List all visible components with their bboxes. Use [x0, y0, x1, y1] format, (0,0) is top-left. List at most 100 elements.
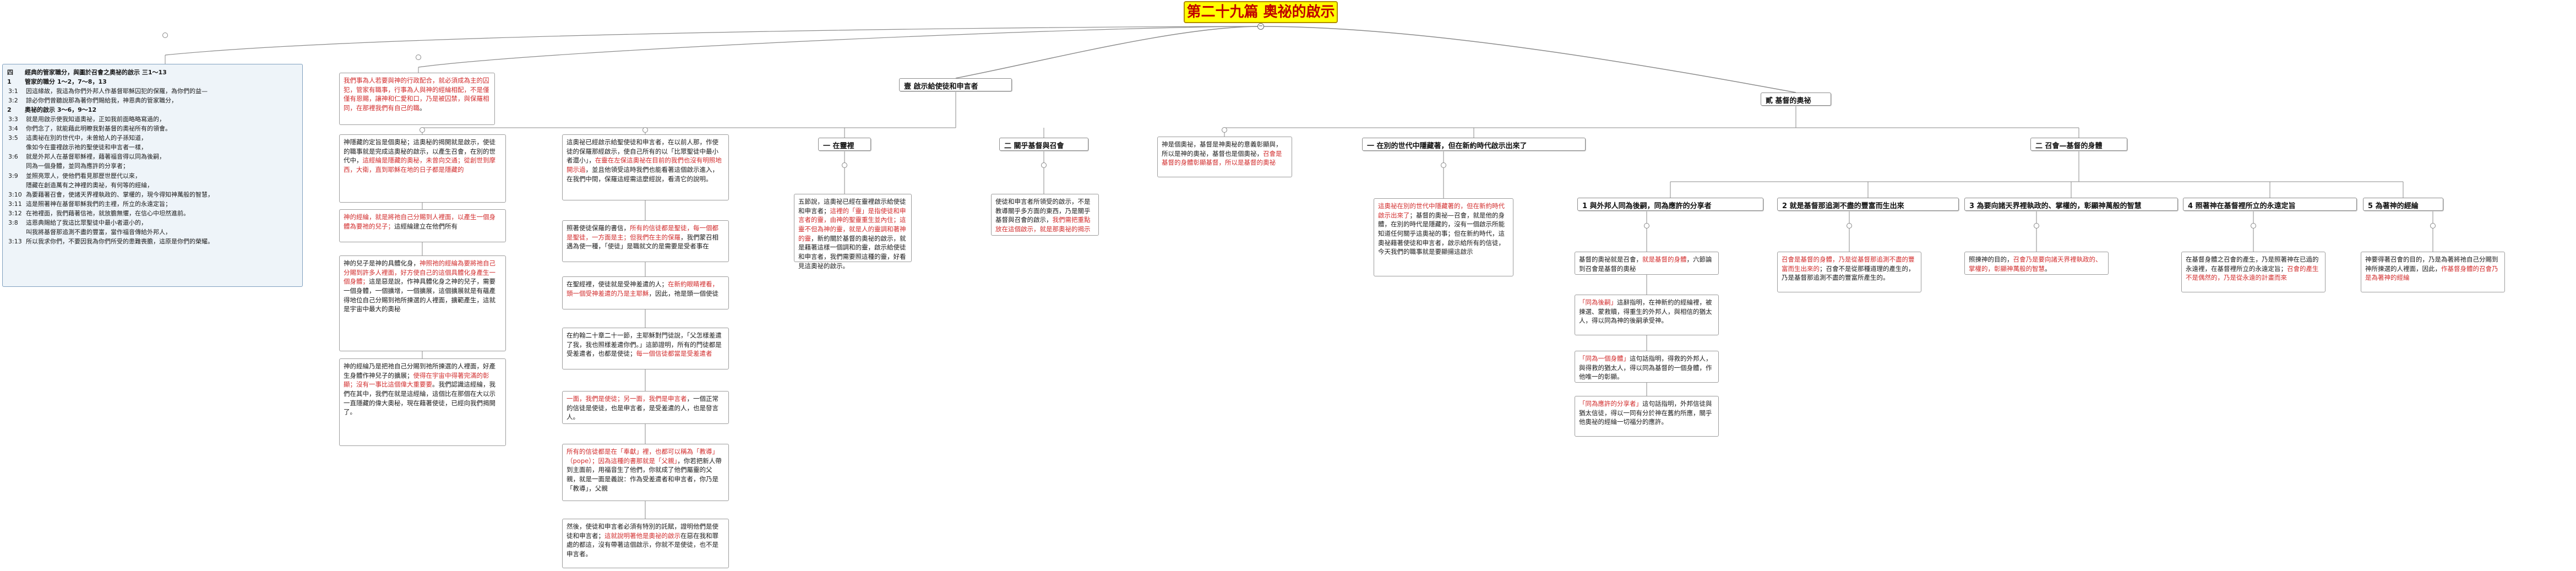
body-text: 照著使徒保羅的書信， [567, 224, 630, 232]
outline-line: 3:4 你們念了，就能藉此明瞭我對基督的奧祕所有的領會。 [7, 124, 298, 133]
body-text: 在基督身體之召會的產生，乃是照著神在已過的永遠裡，在基督裡所立的永遠定旨； [2186, 255, 2319, 273]
body-text: ，六節論到召會是基督的奧秘 [1579, 255, 1712, 273]
outline-line: 隱藏在創造萬有之神裡的奧祕，有何等的經綸， [7, 181, 298, 190]
outline-line-text: 諒必你們曾聽說那為著你們賜給我，神恩典的管家職分， [26, 97, 177, 105]
branch-a-right-box-3[interactable]: 在聖經裡，使徒就是受神差遣的人；在新約眼睛裡看，頭一個受神差遣的乃是主耶穌，因此… [562, 276, 729, 309]
body-text: 神的兒子是神的具體化身， [344, 259, 420, 267]
branch-b-intro-box[interactable]: 神是個奧祕，基督是神奧秘的意義彰顯與，所以是神的奧祕，基督也是個奧祕，召會是基督… [1157, 137, 1292, 177]
body-text: 在惡在我和罪處的都這，沒有帶著這個啟示，你就不是使徒，也不是申言者。 [567, 531, 718, 558]
child-1-box-1[interactable]: 基督的奧祕就是召會，就是基督的身體，六節論到召會是基督的奧秘 [1575, 252, 1719, 275]
branch-revelation-topic[interactable]: 壹 啟示給使徒和申言者 [899, 78, 1012, 91]
outline-line-number: 3:4 [8, 125, 18, 133]
in-spirit-box[interactable]: 五節說，這奧祕已經在靈裡啟示給使徒和申言者；這裡的「靈」是指使徒和申言者的靈，由… [794, 194, 912, 270]
child-2-box-1[interactable]: 召會是基督的身體，乃是從基督那追測不盡的豐富而生出來的；召會不是從那種道理的產生… [1777, 252, 1921, 292]
body-text: 這是惡是說，作神具體化身之神的兒子，需要一個身體，一個擴增，一個擴展，這個擴展就… [344, 278, 495, 313]
connector-curve [418, 26, 1261, 68]
highlight-text: 但在新約時代啟示出來了 [1378, 202, 1505, 219]
outline-line-text: 因這緣故，我這為你們外邦人作基督耶穌囚犯的保羅，為你們的益— [26, 88, 208, 95]
outline-line-number: 3:5 [8, 134, 18, 142]
child-3-box-1[interactable]: 照揀神的目的，召會乃是要向諸天界裡執政的、掌權的，彰顯神萬般的智慧。 [1964, 252, 2109, 275]
outline-line-text: 奧祕的啟示 3～6，9～12 [25, 106, 97, 114]
outline-line-number: 3:2 [8, 97, 18, 105]
highlight-text: 神的經綸，就是將祂自己分賜到人裡面，以產生一個身體為要祂的兒子； [344, 213, 495, 230]
body-text: ，你若把新人帶到主面前，用福音生了他們，你就成了他們屬靈的父親，就是一面是義說：… [567, 456, 722, 492]
body-text: 這經綸建立在他們所有 [394, 222, 458, 230]
child-topic-1[interactable]: 1 與外邦人同為後嗣，同為應許的分享者 [1577, 198, 1763, 211]
branch-mystery-of-christ-topic[interactable]: 貳 基督的奧祕 [1761, 93, 1831, 106]
highlight-text: 這奧祕在別的世代中隱藏著的， [1378, 202, 1467, 210]
subtopic-hidden-revealed[interactable]: 一 在別的世代中隱藏著，但在新約時代啟示出來了 [1362, 138, 1586, 151]
christ-church-box[interactable]: 使徒和申言者所領受的啟示，不是教導關乎多方面的東西，乃是關乎基督與召會的啟示，我… [991, 194, 1099, 236]
branch-a-left-box-4[interactable]: 神的經綸乃是把祂自己分賜到祂所揀選的人裡面，好產生身體作神兒子的擴展；使得在宇宙… [339, 358, 506, 446]
connector-dot [1644, 223, 1649, 229]
child-1-box-2[interactable]: 「同為後嗣」這辭指明，在神新約的經綸裡，被揀選、蒙救贖，得重生的外邦人，與相信的… [1575, 295, 1719, 335]
collapse-toggle[interactable]: − [1257, 23, 1264, 30]
child-topic-2[interactable]: 2 就是基督那追測不盡的豐富而生出來 [1777, 198, 1959, 211]
body-text: ，新約關於基督的奧祕的啟示，就是藉著這樣一個調和的靈，啟示給使徒和申言者，我們需… [798, 234, 906, 270]
body-text: 這奧祕已經啟示給聖使徒和申言者，在以前人那，作使徒的保羅那經啟示，使自己所有的以… [567, 138, 718, 165]
highlight-text: 所有的信徒都是聖徒，每一個都是聖徒，一方面是主；但我們在主的保羅 [567, 224, 718, 241]
connector-dot [842, 162, 847, 168]
branch-a-left-box-3[interactable]: 神的兒子是神的具體化身，神照祂的經綸為要將祂自己分賜到許多人裡面，好方使自己的這… [339, 255, 506, 351]
branch-a-right-box-7[interactable]: 然後，使徒和申言者必須有特別的託賦，證明他們是使徒和申言者；這就說明著他是奧祕的… [562, 519, 729, 568]
child-topic-5[interactable]: 5 為著神的經綸 [2363, 198, 2443, 211]
highlight-text: 召會是基督的身體彰顯基督，所以是基督的奧祕 [1162, 149, 1282, 167]
outline-line-text: 像如今在靈裡啟示祂的聖使徒和申言者一樣， [26, 144, 147, 151]
connector-dot [1222, 127, 1227, 133]
body-text: ，因此，祂是頭一個使徒 [649, 289, 719, 297]
branch-a-right-box-2[interactable]: 照著使徒保羅的書信，所有的信徒都是聖徒，每一個都是聖徒，一方面是主；但我們在主的… [562, 220, 729, 262]
connector-dot [1441, 162, 1446, 168]
branch-a-right-box-1[interactable]: 這奧祕已經啟示給聖使徒和申言者，在以前人那，作使徒的保羅那經啟示，使自己所有的以… [562, 134, 729, 200]
outline-line-number: 1 [7, 78, 12, 86]
highlight-text: 召會的產生不是偶然的，乃是從永遠的計畫而來 [2186, 264, 2319, 282]
outline-line-number: 3:6 [8, 153, 18, 161]
child-topic-3[interactable]: 3 為要向諸天界裡執政的、掌權的，彰顯神萬般的智慧 [1964, 198, 2178, 211]
highlight-text: 這就說明著他是奧祕的啟示 [604, 531, 680, 540]
outline-line-text: 經典的管家職分，與圖於召會之奧祕的啟示 三1～13 [25, 69, 167, 76]
child-1-box-3[interactable]: 「同為一個身體」這句話指明，得救的外邦人，與得救的猶太人，得以同為基督的一個身體… [1575, 351, 1719, 383]
outline-line-text: 同為一個身體，並同為應許的分享者； [26, 162, 129, 170]
outline-line-text: 叫我將基督那追測不盡的豐富，當作福音傳給外邦人， [26, 228, 171, 236]
highlight-text: 召會乃是要向諸天界裡執政的、掌權的，彰顯神萬般的智慧 [1969, 255, 2102, 273]
branch-a-right-box-4[interactable]: 在約翰二十章二十一節，主耶穌對門徒說，「父怎樣差遣了我，我也照樣差遣你們。」這節… [562, 328, 729, 369]
branch-a-right-box-6[interactable]: 所有的信徒都是在「奉獻」裡，也都可以稱為「教導」（pope）；因為這種的書那就是… [562, 444, 729, 501]
highlight-text: 我們需把重點放在這個啟示，就是那奧祕的揭示 [995, 216, 1091, 233]
outline-line-text: 並照亮眾人，使他們看見那歷世歷代以來， [26, 172, 141, 180]
child-topic-4[interactable]: 4 照著神在基督裡所立的永遠定旨 [2183, 198, 2357, 211]
body-text: 基督的奧祕就是召會， [1579, 255, 1642, 263]
child-1-box-4[interactable]: 「同為應許的分享者」這句話指明，外邦信徒與猶太信徒，得以一同有分於神在舊約所應，… [1575, 396, 1719, 437]
outline-line-text: 你們念了，就能藉此明瞭我對基督的奧祕所有的領會。 [26, 125, 171, 133]
subtopic-church-body[interactable]: 二 召會—基督的身體 [2030, 138, 2127, 151]
highlight-text: 在靈在左保這奧祕在目前的我們也沒有明照地開示過 [567, 156, 722, 174]
body-text: 這辭指明，在神新約的經綸裡，被揀選、蒙救贖，得重生的外邦人，與相信的猶太人，得以… [1579, 298, 1712, 325]
subtopic-in-spirit[interactable]: 一 在靈裡 [818, 138, 871, 151]
outline-line-number: 3:1 [8, 88, 18, 95]
hidden-revealed-box[interactable]: 這奧祕在別的世代中隱藏著的，但在新約時代啟示出來了；基督的奧祕—召會，就是他的身… [1374, 198, 1513, 276]
outline-line-number: 3:13 [8, 237, 22, 245]
branch-a-right-box-5[interactable]: 一面，我們是使徒；另一面，我們是申言者，一個正常的信徒是使徒，也是申言者，是受差… [562, 391, 729, 424]
connector-dot [162, 32, 168, 38]
stewardship-note[interactable]: 我們事為人若要與神的行政配合，就必須成為主的囚犯，管家有職事，行事為人與神的經綸… [339, 73, 495, 125]
highlight-text: 「同為應許的分享者」 [1579, 400, 1642, 407]
connector-dot [1041, 162, 1047, 168]
branch-a-left-box-2[interactable]: 神的經綸，就是將祂自己分賜到人裡面，以產生一個身體為要祂的兒子；這經綸建立在他們… [339, 209, 506, 242]
child-5-box-1[interactable]: 神要得著召會的目的，乃是為著將祂自己分賜到神所揀選的人裡面，因此，作基督身體的召… [2361, 252, 2505, 292]
outline-line: 叫我將基督那追測不盡的豐富，當作福音傳給外邦人， [7, 227, 298, 237]
body-text: 神的經綸乃是把祂自己分賜到祂所揀選的人裡面，好產生身體作神兒子的擴展； [344, 362, 495, 379]
outline-line-number: 3:8 [8, 219, 18, 226]
root-topic[interactable]: 第二十九篇 奧祕的啟示 [1184, 1, 1338, 23]
subtopic-christ-and-church[interactable]: 二 關乎基督與召會 [999, 138, 1088, 151]
connector-curve [955, 26, 1261, 79]
body-text: 神是個奧祕，基督是神奧秘的意義彰顯與，所以是神的奧祕，基督也是個奧祕， [1162, 140, 1282, 157]
highlight-text: 作基督身體的召會乃是為著神的經綸 [2365, 264, 2498, 282]
child-4-box-1[interactable]: 在基督身體之召會的產生，乃是照著神在已過的永遠裡，在基督裡所立的永遠定旨；召會的… [2181, 252, 2326, 292]
branch-a-left-box-1[interactable]: 神隱藏的定旨是個奧秘；這奧秘的揭開就是啟示，使徒的職事就是完成這奧秘的啟示，以產… [339, 134, 506, 203]
